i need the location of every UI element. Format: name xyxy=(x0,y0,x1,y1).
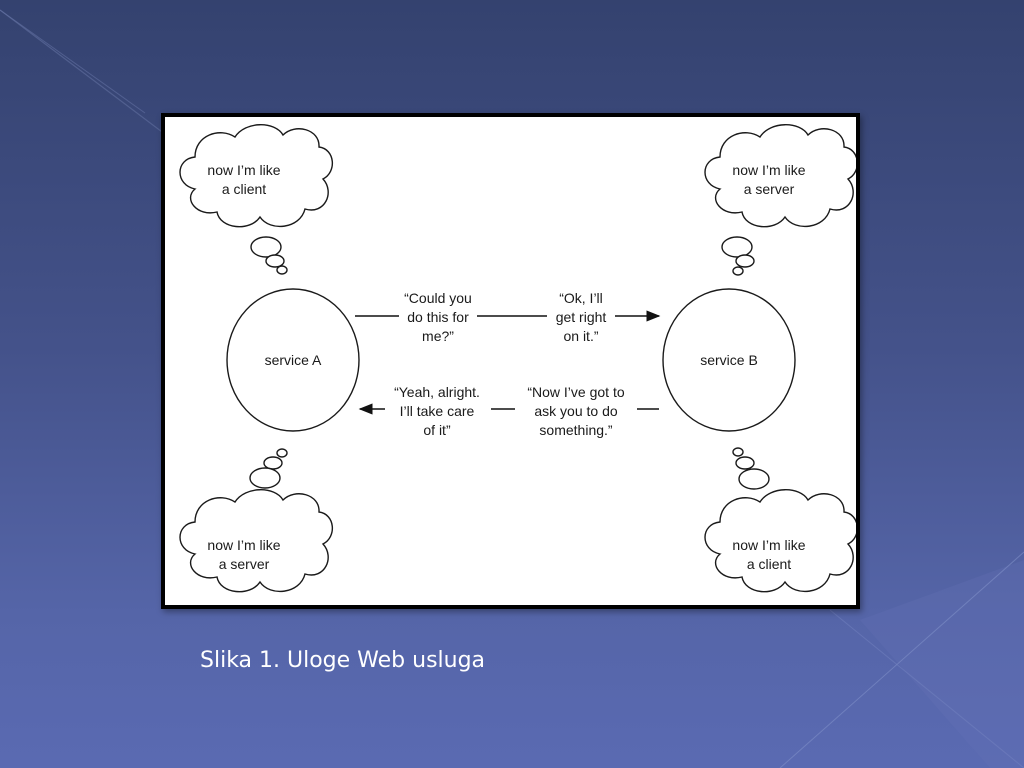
thought-text-bottom-left: now I’m like a server xyxy=(201,536,287,574)
message-line: do this for xyxy=(407,309,469,325)
message-line: me?” xyxy=(422,328,454,344)
reply-message: “Ok, I’ll get right on it.” xyxy=(537,289,625,346)
thought-bubble xyxy=(732,447,744,457)
thought-text-top-left: now I’m like a client xyxy=(201,161,287,199)
service-a-label: service A xyxy=(264,352,322,368)
thought-bubble xyxy=(276,265,288,275)
thought-bubble xyxy=(735,456,755,470)
thought-cloud-bottom-right xyxy=(704,489,856,593)
thought-text-top-right: now I’m like a server xyxy=(726,161,812,199)
message-line: “Ok, I’ll xyxy=(559,290,603,306)
message-line: I’ll take care xyxy=(399,403,475,419)
thought-line: now I’m like xyxy=(732,162,806,178)
message-line: ask you to do xyxy=(534,403,618,419)
service-b-label: service B xyxy=(700,352,758,368)
message-line: on it.” xyxy=(563,328,599,344)
counter-reply-message: “Yeah, alright. I’ll take care of it” xyxy=(381,383,493,440)
thought-line: now I’m like xyxy=(207,162,281,178)
service-a-circle xyxy=(226,288,360,432)
thought-line: now I’m like xyxy=(732,537,806,553)
message-line: “Could you xyxy=(404,290,472,306)
thought-cloud-top-right xyxy=(704,124,856,228)
thought-bubble xyxy=(250,236,282,258)
request-message: “Could you do this for me?” xyxy=(393,289,483,346)
figure-caption: Slika 1. Uloge Web usluga xyxy=(200,648,486,673)
web-services-roles-figure: now I’m like a client now I’m like a ser… xyxy=(161,113,860,609)
message-line: “Yeah, alright. xyxy=(394,384,480,400)
thought-bubble xyxy=(263,456,283,470)
thought-line: a server xyxy=(743,181,795,197)
thought-line: a server xyxy=(218,556,270,572)
thought-line: a client xyxy=(221,181,267,197)
thought-bubble xyxy=(735,254,755,268)
thought-text-bottom-right: now I’m like a client xyxy=(726,536,812,574)
message-line: get right xyxy=(555,309,607,325)
thought-bubble xyxy=(732,266,744,276)
thought-bubble xyxy=(276,448,288,458)
diagram-graphics xyxy=(179,124,856,593)
thought-bubble xyxy=(738,468,770,490)
thought-line: now I’m like xyxy=(207,537,281,553)
service-b-circle xyxy=(662,288,796,432)
thought-line: a client xyxy=(746,556,792,572)
counter-request-message: “Now I’ve got to ask you to do something… xyxy=(510,383,642,440)
thought-cloud-bottom-left xyxy=(179,489,333,593)
thought-bubble xyxy=(265,254,285,268)
message-line: “Now I’ve got to xyxy=(527,384,625,400)
thought-bubble xyxy=(249,467,281,489)
thought-cloud-top-left xyxy=(179,124,333,228)
message-line: something.” xyxy=(539,422,613,438)
thought-bubble xyxy=(721,236,753,258)
message-line: of it” xyxy=(423,422,451,438)
